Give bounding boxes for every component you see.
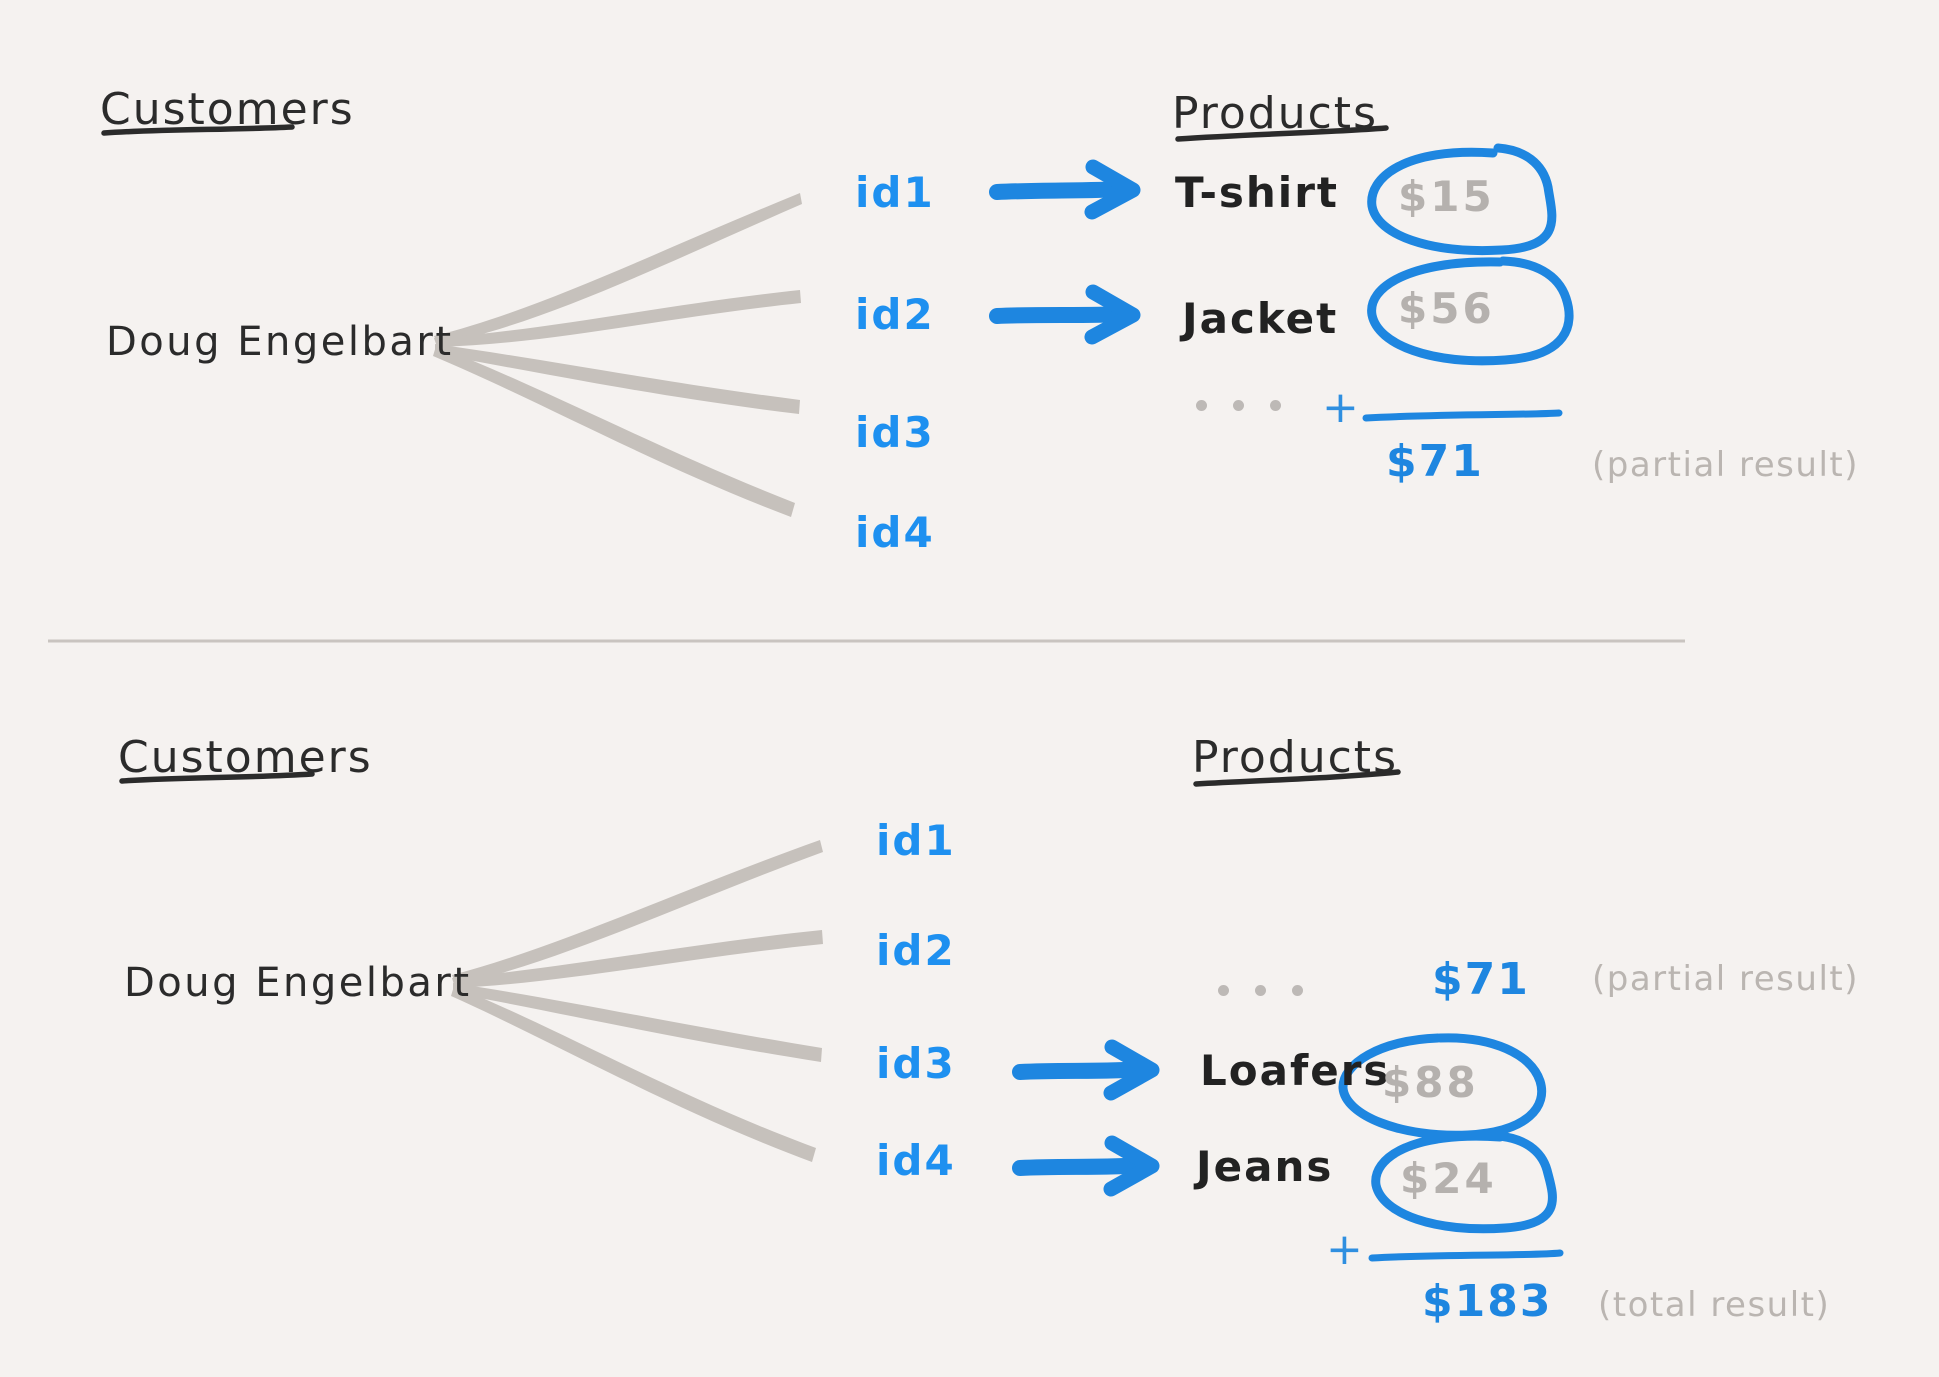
sum-value-upper: $71 <box>1386 436 1484 487</box>
arrow-id4-to-jeans <box>1012 1135 1160 1197</box>
ellipsis-dot <box>1218 985 1229 996</box>
customers-heading-underline-lower <box>119 771 315 784</box>
ellipsis-dot <box>1196 400 1207 411</box>
arrows-lower <box>1012 1039 1160 1197</box>
customers-heading-upper: Customers <box>100 84 355 135</box>
ellipsis-upper <box>1196 400 1281 411</box>
price-circle-tshirt <box>1367 143 1557 256</box>
ellipsis-dot <box>1233 400 1244 411</box>
customers-heading-lower: Customers <box>118 732 373 783</box>
fan-curve-id4-lower <box>451 986 816 1162</box>
ellipsis-dot <box>1270 400 1281 411</box>
fan-curve-id4-upper <box>433 346 795 517</box>
sum-note-upper: (partial result) <box>1592 445 1859 485</box>
fan-curve-id3-upper <box>435 344 800 414</box>
id-label-id3-lower[interactable]: id3 <box>876 1039 956 1088</box>
sum-note-lower: (total result) <box>1598 1285 1831 1325</box>
products-heading-lower: Products <box>1192 732 1398 783</box>
customers-heading-underline-upper <box>101 124 295 136</box>
fanout-curves-upper <box>433 193 802 517</box>
id-label-id2-upper[interactable]: id2 <box>855 290 935 339</box>
id-label-id1-upper[interactable]: id1 <box>855 168 935 217</box>
sum-rule-lower <box>1368 1249 1564 1262</box>
arrow-id3-to-loafers <box>1012 1039 1160 1101</box>
ellipsis-lower <box>1218 985 1303 996</box>
arrows-upper <box>989 159 1141 345</box>
plus-sign-upper: + <box>1322 382 1359 433</box>
arrow-id1-to-tshirt <box>989 159 1141 220</box>
carried-value-lower: $71 <box>1432 954 1530 1005</box>
product-name-jacket[interactable]: Jacket <box>1182 294 1339 343</box>
carried-note-lower: (partial result) <box>1592 959 1859 999</box>
products-heading-upper: Products <box>1172 88 1378 139</box>
id-label-id3-upper[interactable]: id3 <box>855 408 935 457</box>
fan-curve-id3-lower <box>453 983 822 1062</box>
price-jacket: $56 <box>1398 284 1495 333</box>
customer-name-lower: Doug Engelbart <box>124 960 472 1006</box>
fan-curve-id2-lower <box>452 930 823 988</box>
product-name-jeans[interactable]: Jeans <box>1196 1142 1334 1191</box>
fan-curve-id1-lower <box>452 840 823 985</box>
id-label-id1-lower[interactable]: id1 <box>876 816 956 865</box>
arrow-id2-to-jacket <box>989 284 1141 345</box>
price-circle-jeans <box>1371 1131 1557 1234</box>
id-label-id2-lower[interactable]: id2 <box>876 926 956 975</box>
price-circles-upper <box>1367 143 1574 366</box>
ellipsis-dot <box>1255 985 1266 996</box>
price-circle-jacket <box>1367 256 1574 366</box>
price-tshirt: $15 <box>1398 172 1495 221</box>
products-heading-underline-lower <box>1193 769 1401 787</box>
ellipsis-dot <box>1292 985 1303 996</box>
price-loafers: $88 <box>1382 1058 1479 1107</box>
product-name-loafers[interactable]: Loafers <box>1200 1046 1391 1095</box>
plus-sign-lower: + <box>1326 1224 1363 1275</box>
id-label-id4-lower[interactable]: id4 <box>876 1136 956 1185</box>
price-circles-lower <box>1338 1033 1557 1234</box>
product-name-tshirt[interactable]: T-shirt <box>1175 168 1339 217</box>
products-heading-underline-upper <box>1175 125 1389 142</box>
sum-value-lower: $183 <box>1422 1276 1553 1327</box>
fan-curve-id1-upper <box>434 193 802 345</box>
id-label-id4-upper[interactable]: id4 <box>855 508 935 557</box>
fan-curve-id2-upper <box>434 290 801 347</box>
sum-rule-upper <box>1362 409 1563 422</box>
fanout-curves-lower <box>451 840 823 1162</box>
customer-name-upper: Doug Engelbart <box>106 319 454 365</box>
price-jeans: $24 <box>1400 1154 1497 1203</box>
